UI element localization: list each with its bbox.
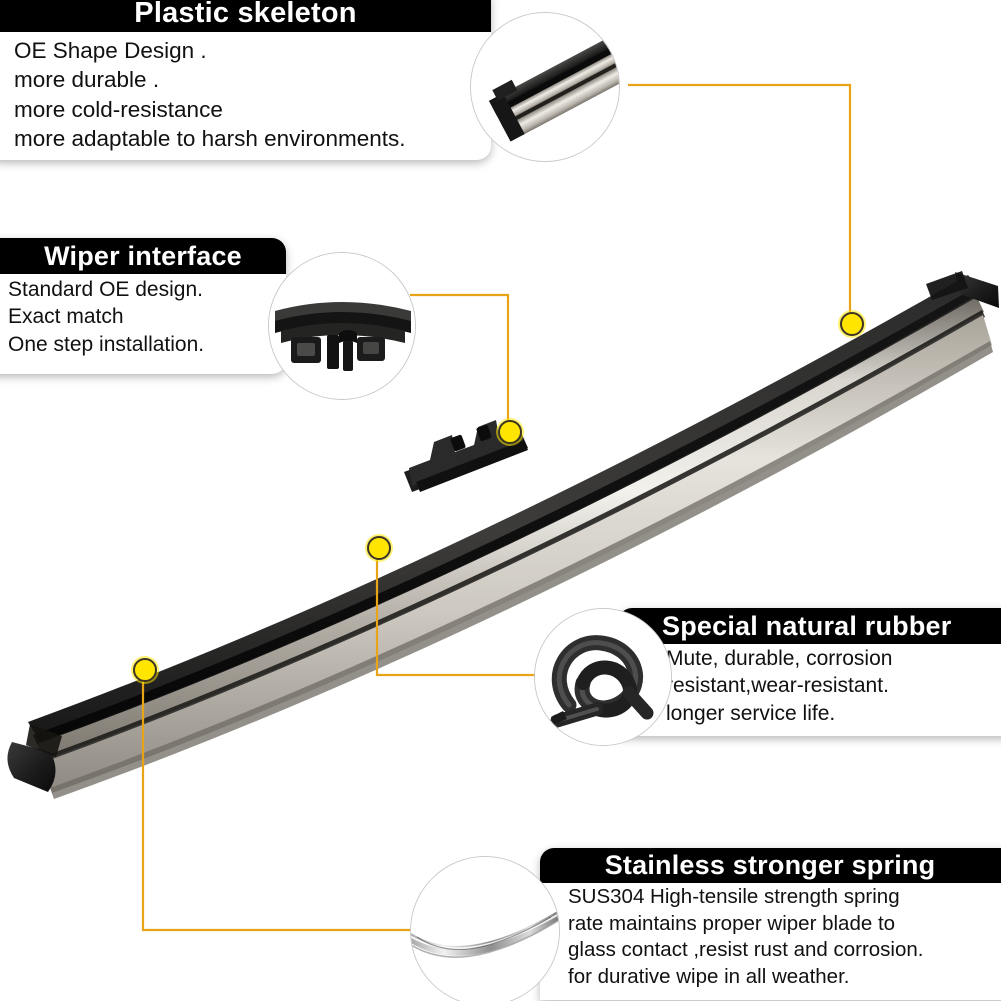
marker-dot-plastic-skeleton[interactable] [840, 312, 864, 336]
blade-body [28, 275, 993, 799]
marker-dot-stainless-spring[interactable] [133, 658, 157, 682]
callout-line: Mute, durable, corrosion [666, 647, 893, 670]
callout-line: Exact match [8, 305, 124, 329]
steel-spring-strip-icon [410, 856, 560, 1001]
callout-line: more adaptable to harsh environments. [14, 125, 406, 151]
callout-body-plastic-skeleton: OE Shape Design . more durable . more co… [0, 32, 491, 159]
callout-line: One step installation. [8, 332, 205, 356]
callout-line: resistant,wear-resistant. [666, 674, 889, 698]
callout-line: more cold-resistance [14, 96, 223, 122]
callout-line: Standard OE design. [8, 278, 203, 301]
knotted-rubber-strip-icon [534, 608, 672, 746]
callout-title-plastic-skeleton: Plastic skeleton [0, 0, 491, 32]
callout-line: more durable . [14, 67, 160, 93]
callout-body-special-natural-rubber: Mute, durable, corrosion resistant,wear-… [618, 644, 1001, 733]
wiper-adapter-housing [404, 420, 528, 492]
callout-line: OE Shape Design . [14, 38, 207, 63]
callout-line: for durative wipe in all weather. [568, 964, 850, 988]
callout-body-wiper-interface: Standard OE design. Exact match One step… [0, 274, 286, 364]
marker-dot-wiper-interface[interactable] [498, 420, 522, 444]
marker-dot-special-rubber[interactable] [367, 536, 391, 560]
callout-plastic-skeleton: Plastic skeleton OE Shape Design . more … [0, 0, 491, 160]
callout-special-natural-rubber: Special natural rubber Mute, durable, co… [618, 608, 1001, 736]
connector-plastic-skeleton [628, 83, 852, 322]
callout-line: glass contact ,resist rust and corrosion… [568, 938, 924, 962]
callout-title-special-natural-rubber: Special natural rubber [618, 608, 1001, 644]
callout-stainless-stronger-spring: Stainless stronger spring SUS304 High-te… [540, 848, 1001, 1000]
callout-body-stainless-stronger-spring: SUS304 High-tensile strength spring rate… [540, 883, 1001, 997]
connector-special-rubber [375, 546, 540, 677]
callout-line: rate maintains proper wiper blade to [568, 911, 896, 935]
wiper-adapter-closeup-icon [268, 252, 416, 400]
blade-left-endcap [7, 724, 62, 792]
callout-wiper-interface: Wiper interface Standard OE design. Exac… [0, 238, 286, 374]
callout-line: SUS304 High-tensile strength spring [568, 885, 900, 908]
callout-title-wiper-interface: Wiper interface [0, 238, 286, 274]
callout-line: longer service life. [666, 701, 836, 725]
blade-profile-closeup-icon [470, 12, 620, 162]
blade-right-endcap [926, 271, 999, 308]
callout-title-stainless-stronger-spring: Stainless stronger spring [540, 848, 1001, 883]
connector-wiper-interface [410, 293, 510, 430]
connector-stainless-spring [141, 668, 416, 932]
